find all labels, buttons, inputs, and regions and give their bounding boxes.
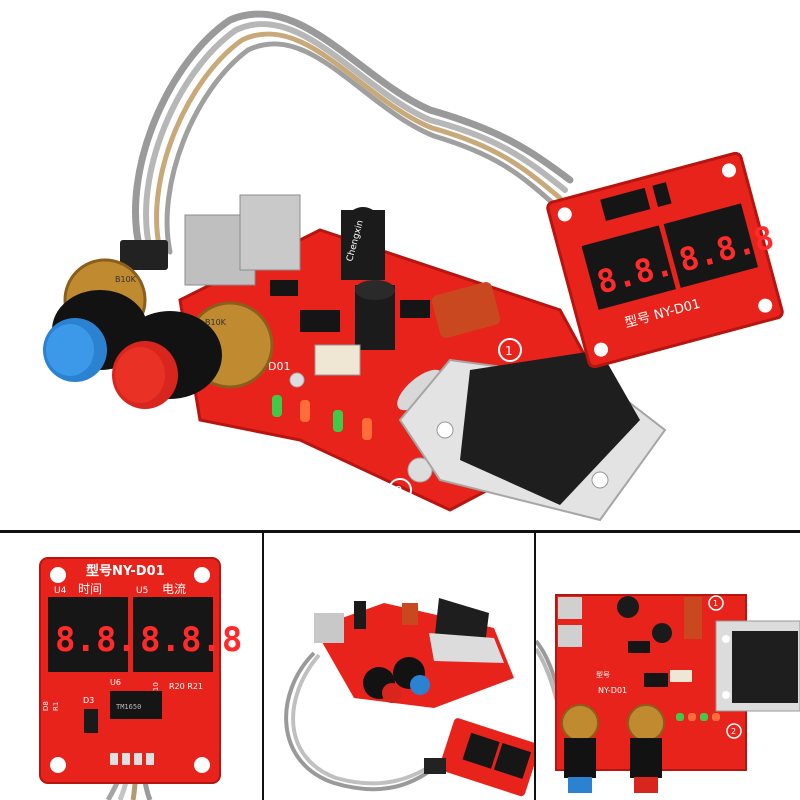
- ic-chip: [110, 691, 162, 719]
- ref-u4: U4: [54, 586, 67, 596]
- thumbnail-top-view: 型号 NY-D01 1 2: [536, 533, 800, 800]
- divider: [262, 533, 264, 800]
- divider: [0, 530, 800, 533]
- led-green: [333, 410, 343, 432]
- label-time: 时间: [78, 582, 102, 596]
- ic-chip: [300, 310, 340, 332]
- ref-r20-r21: R20 R21: [169, 682, 203, 691]
- display-board: [439, 718, 534, 797]
- pot-label: B10K: [205, 318, 227, 327]
- led-red: [362, 418, 372, 440]
- ref-c10: C10: [152, 682, 160, 696]
- power-module: [732, 631, 798, 703]
- board-label: D01: [268, 360, 290, 373]
- thumbnail-display-front: 型号NY-D01 U4 时间 U5 电流 8.8.8 8.8.8 U6 R20 …: [0, 533, 262, 800]
- capacitor: [617, 596, 639, 618]
- circle-label: 2: [395, 484, 403, 498]
- wire-harness: [132, 10, 574, 255]
- ic-chip: [270, 280, 298, 296]
- circle-label: 1: [713, 599, 718, 608]
- display-board: 8.8.8 8.8.8 型号 NY-D01: [546, 151, 784, 369]
- seven-seg-display-right: [663, 203, 759, 288]
- display-digits: 8.8.8: [140, 620, 242, 660]
- ref-d3: D3: [83, 696, 94, 705]
- led-red: [300, 400, 310, 422]
- film-capacitor: [431, 282, 501, 338]
- chip-label: TM1650: [116, 703, 141, 711]
- board-label: NY-D01: [598, 686, 627, 695]
- seven-seg-display-left: [48, 597, 128, 672]
- led-green: [272, 395, 282, 417]
- power-module: [460, 350, 640, 505]
- header-connector: [314, 344, 361, 376]
- pot-label: B10K: [115, 275, 137, 284]
- red-knob: [630, 738, 662, 778]
- ref-u5: U5: [136, 586, 148, 596]
- seven-seg-display-left: [581, 225, 676, 310]
- divider: [534, 533, 536, 800]
- label-current: 电流: [162, 582, 186, 596]
- model-label: 型号: [596, 670, 610, 679]
- circle-label: 1: [505, 344, 513, 358]
- main-product-photo: Chengxin 1: [43, 10, 784, 522]
- resistor: [397, 369, 443, 411]
- wire-harness: [284, 651, 436, 792]
- ic-chip: [400, 300, 430, 318]
- blue-knob: [564, 738, 596, 778]
- wire-connector: [120, 240, 168, 270]
- terminal-block: [239, 194, 301, 271]
- film-capacitor: [684, 597, 702, 639]
- ref-u6: U6: [110, 678, 121, 687]
- model-label: 型号NY-D01: [86, 563, 165, 579]
- transistor: [84, 709, 98, 733]
- capacitor: [652, 623, 672, 643]
- thumbnail-overview: [264, 533, 534, 800]
- ref-d8: D8: [42, 701, 50, 711]
- seven-seg-display-right: [133, 597, 213, 672]
- ref-r1: R1: [52, 702, 60, 711]
- circle-label: 2: [731, 727, 736, 736]
- red-knob: [112, 301, 274, 409]
- heatsink-bracket: [398, 350, 667, 522]
